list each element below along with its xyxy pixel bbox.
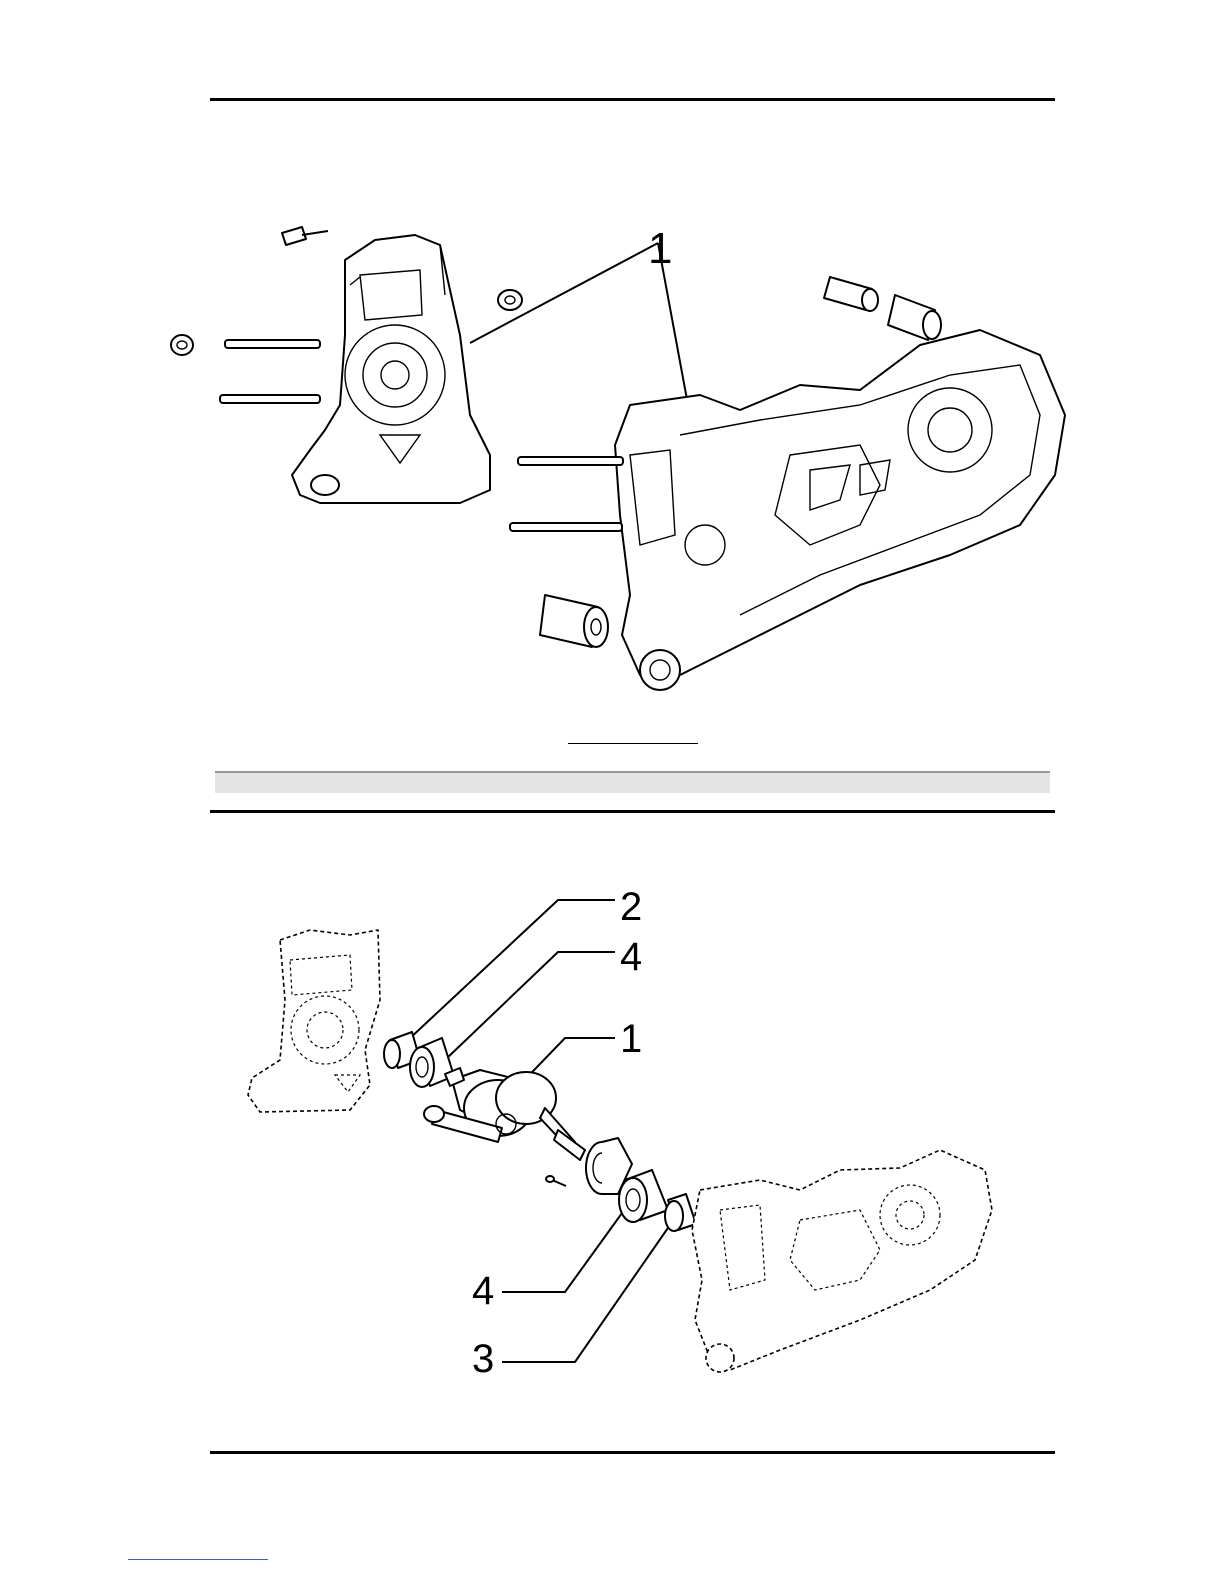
nut [171,335,193,355]
stud [225,340,320,348]
stud [518,457,623,465]
callout-4-lower: 4 [472,1269,494,1313]
stud [510,523,622,531]
callout-1-bottom: 1 [620,1017,642,1061]
bushing [824,277,878,311]
leader-line [502,1225,670,1362]
leader-line [502,1202,630,1292]
table-header-band [215,771,1050,793]
leader-line [445,952,615,1060]
bushing [540,595,608,647]
bushing [888,295,941,340]
screw [546,1176,566,1186]
right-crankcase-half [615,330,1065,690]
callout-3: 3 [472,1337,494,1381]
nut [498,290,522,310]
bearing-3 [665,1194,696,1231]
leader-line [408,900,615,1040]
bottom-rule [210,1451,1055,1454]
leader-line [658,243,688,405]
crankshaft [424,1068,585,1160]
bolt [282,227,328,245]
footer-link-underline[interactable] [128,1559,268,1560]
top-rule [210,98,1055,101]
leader-line [470,243,658,343]
stud [220,395,320,403]
crankcase-figure: 1 [160,215,1090,695]
section-rule [210,810,1055,813]
left-crankcase-half [292,235,490,503]
caption-rule [568,743,698,744]
right-crankcase-ghost [692,1150,992,1372]
crankshaft-figure: 2 4 1 4 3 [240,880,1000,1400]
left-crankcase-ghost [248,930,380,1112]
callout-1-top: 1 [648,224,672,273]
callout-4-upper: 4 [620,935,642,979]
callout-2: 2 [620,885,642,929]
